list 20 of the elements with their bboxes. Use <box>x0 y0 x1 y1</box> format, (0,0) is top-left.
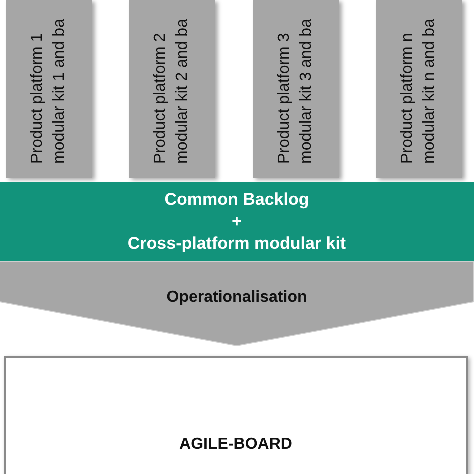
platform-label: modular kit n and ba <box>420 18 439 164</box>
platform-label: Product platform 2 <box>151 32 170 164</box>
edge-label: Operationalisation <box>166 289 308 307</box>
platform-column <box>253 0 339 178</box>
platform-label: modular kit 2 and ba <box>173 18 192 164</box>
band-label: + <box>232 211 242 233</box>
band-label: Common Backlog <box>164 189 310 211</box>
platform-column <box>129 0 215 178</box>
board-label: AGILE-BOARD <box>178 436 294 454</box>
platform-label: modular kit 3 and ba <box>297 18 316 164</box>
platform-column <box>376 0 462 178</box>
platform-label: Product platform 1 <box>28 32 47 164</box>
chevron-arrow <box>0 262 474 346</box>
platform-column <box>6 0 92 178</box>
platform-label: Product platform n <box>398 32 417 164</box>
backlog-band <box>0 182 474 262</box>
board-box <box>4 356 468 474</box>
band-label: Cross-platform modular kit <box>128 233 346 255</box>
platform-label: modular kit 1 and ba <box>50 18 69 164</box>
platform-label: Product platform 3 <box>275 32 294 164</box>
